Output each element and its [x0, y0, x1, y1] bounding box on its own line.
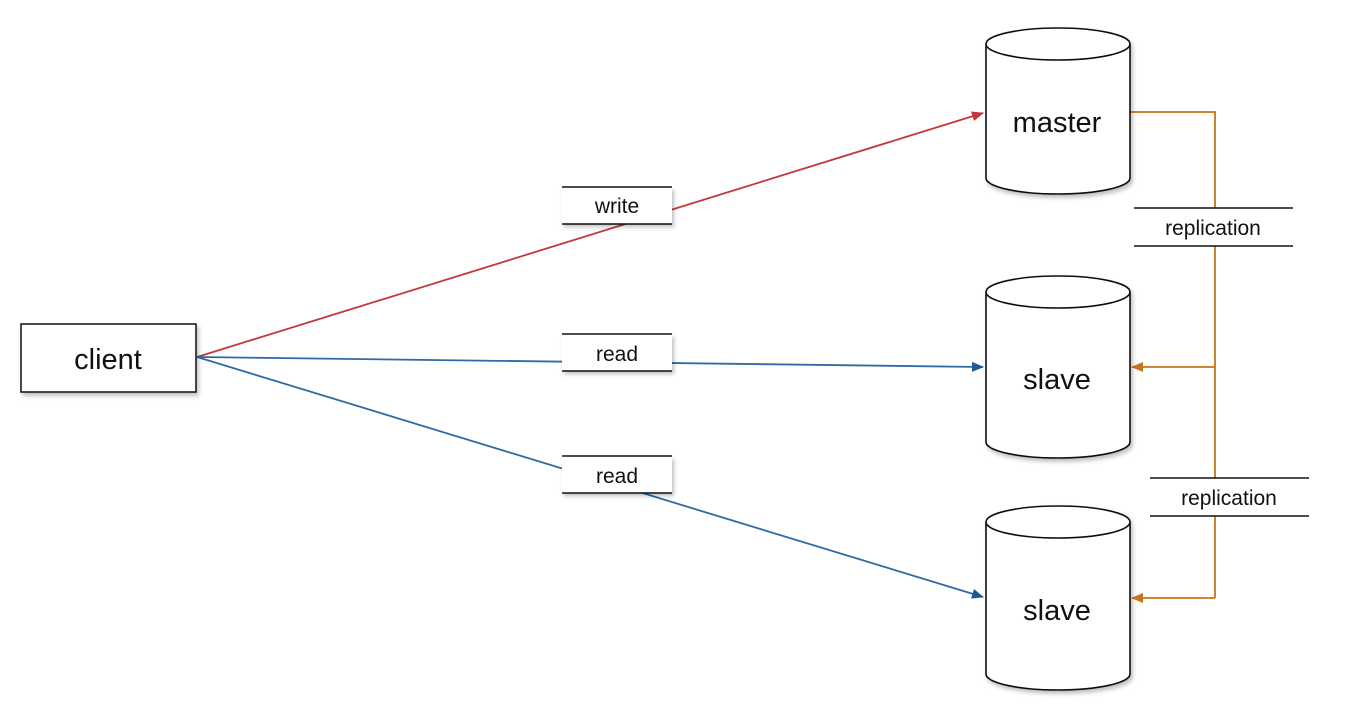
read-edge-label-2: read [562, 455, 672, 494]
slave-database-node-2 [985, 505, 1131, 691]
replication-trunk [1130, 111, 1216, 598]
write-edge-label: write [562, 186, 672, 225]
master-database-node [985, 27, 1131, 195]
read-label-text-2: read [596, 465, 638, 488]
read-edge-label-1: read [562, 333, 672, 372]
read-label-text-1: read [596, 343, 638, 366]
replication-label-2: replication [1150, 477, 1309, 517]
write-label-text: write [594, 195, 639, 218]
replication-label-text-1: replication [1165, 217, 1261, 240]
master-label: master [1013, 107, 1102, 139]
replication-label-1: replication [1134, 207, 1293, 247]
slave-label-2: slave [1023, 595, 1091, 627]
client-label: client [74, 344, 142, 376]
slave-label-1: slave [1023, 364, 1091, 396]
client-node: client [20, 323, 197, 393]
replication-label-text-2: replication [1181, 487, 1277, 510]
slave-database-node-1 [985, 275, 1131, 459]
write-edge [196, 111, 984, 358]
